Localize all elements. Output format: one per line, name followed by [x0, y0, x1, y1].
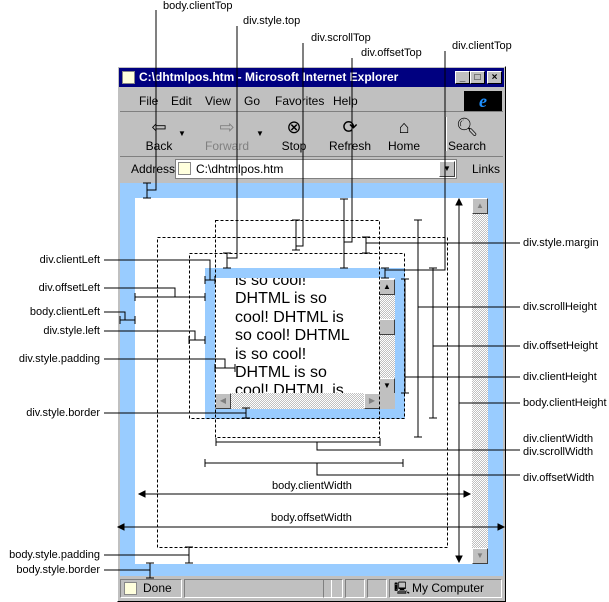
forward-arrow-icon: ⇨	[219, 117, 235, 137]
label-div-style-left: div.style.left	[43, 325, 100, 337]
label-div-style-padding: div.style.padding	[18, 353, 100, 365]
label-div-clientHeight: div.clientHeight	[523, 371, 597, 383]
label-div-clientLeft: div.clientLeft	[39, 254, 100, 266]
stop-icon: ⊗	[286, 117, 302, 137]
label-body-clientTop: body.clientTop	[163, 0, 233, 12]
label-div-clientWidth: div.clientWidth	[523, 433, 594, 445]
forward-button: ⇨Forward	[202, 115, 252, 153]
scroll-down-button[interactable]: ▼	[472, 548, 488, 564]
div-scroll-left-button[interactable]: ◀	[215, 393, 231, 409]
home-button[interactable]: ⌂Home	[379, 115, 429, 153]
label-div-offsetLeft: div.offsetLeft	[38, 282, 100, 294]
status-text: Done	[120, 579, 182, 598]
label-body-clientHeight: body.clientHeight	[523, 397, 607, 409]
menu-go[interactable]: Go	[244, 94, 261, 108]
menu-file[interactable]: File	[139, 94, 159, 108]
label-body-style-border: body.style.border	[16, 564, 100, 576]
label-div-clientTop: div.clientTop	[452, 40, 512, 52]
ie-page-icon	[122, 71, 135, 84]
page-icon	[124, 582, 137, 595]
close-button[interactable]: ×	[487, 71, 502, 84]
scroll-up-button[interactable]: ▲	[472, 198, 488, 214]
address-bar: Address C:\dhtmlpos.htm ▼ Links	[120, 158, 503, 180]
menu-edit[interactable]: Edit	[171, 94, 192, 108]
menu-view[interactable]: View	[205, 94, 231, 108]
home-icon: ⌂	[398, 117, 410, 137]
search-icon: 🔍︎	[455, 117, 479, 137]
refresh-icon: ⟳	[342, 117, 358, 137]
title-bar: C:\dhtmlpos.htm - Microsoft Internet Exp…	[119, 68, 504, 87]
ie-logo: e	[464, 91, 502, 111]
menu-favorites[interactable]: Favorites	[275, 94, 325, 108]
label-div-offsetTop: div.offsetTop	[361, 47, 422, 59]
label-body-clientWidth: body.clientWidth	[272, 480, 352, 492]
label-div-offsetWidth: div.offsetWidth	[523, 472, 595, 484]
div-vertical-scrollbar[interactable]: ▲ ▼	[379, 279, 395, 394]
label-div-scrollWidth: div.scrollWidth	[523, 446, 594, 458]
back-button[interactable]: ⇦Back	[134, 115, 184, 153]
stop-button[interactable]: ⊗Stop	[269, 115, 319, 153]
label-div-style-border: div.style.border	[26, 407, 100, 419]
address-dropdown-button[interactable]: ▼	[439, 161, 455, 177]
label-div-scrollHeight: div.scrollHeight	[523, 301, 597, 313]
label-div-offsetHeight: div.offsetHeight	[523, 340, 598, 352]
div-client-area	[215, 278, 395, 409]
refresh-button[interactable]: ⟳Refresh	[325, 115, 375, 153]
security-zone: 🖳My Computer	[389, 579, 502, 598]
label-div-scrollTop: div.scrollTop	[311, 32, 371, 44]
label-div-style-top: div.style.top	[243, 15, 301, 27]
links-button[interactable]: Links	[472, 162, 501, 176]
search-button[interactable]: 🔍︎Search	[442, 115, 492, 153]
label-div-style-margin: div.style.margin	[523, 237, 599, 249]
toolbar: ⇦Back ▼ ⇨Forward ▼ ⊗Stop ⟳Refresh ⌂Home …	[120, 113, 503, 157]
computer-icon: 🖳	[394, 581, 411, 595]
page-icon	[178, 162, 191, 175]
address-label: Address	[131, 162, 176, 176]
minimize-button[interactable]: _	[455, 71, 470, 84]
leader-lines	[104, 10, 520, 579]
body-vertical-scrollbar[interactable]: ▲ ▼	[472, 198, 488, 564]
label-body-style-padding: body.style.padding	[9, 549, 100, 561]
div-margin-box	[189, 253, 405, 419]
window-title: C:\dhtmlpos.htm - Microsoft Internet Exp…	[139, 70, 399, 84]
maximize-button[interactable]: □	[470, 71, 485, 84]
address-input[interactable]: C:\dhtmlpos.htm ▼	[175, 159, 457, 179]
label-body-clientLeft: body.clientLeft	[29, 306, 100, 318]
label-body-offsetWidth: body.offsetWidth	[271, 512, 352, 524]
back-arrow-icon: ⇦	[151, 117, 167, 137]
div-horizontal-scrollbar[interactable]: ◀ ▶	[215, 393, 380, 409]
